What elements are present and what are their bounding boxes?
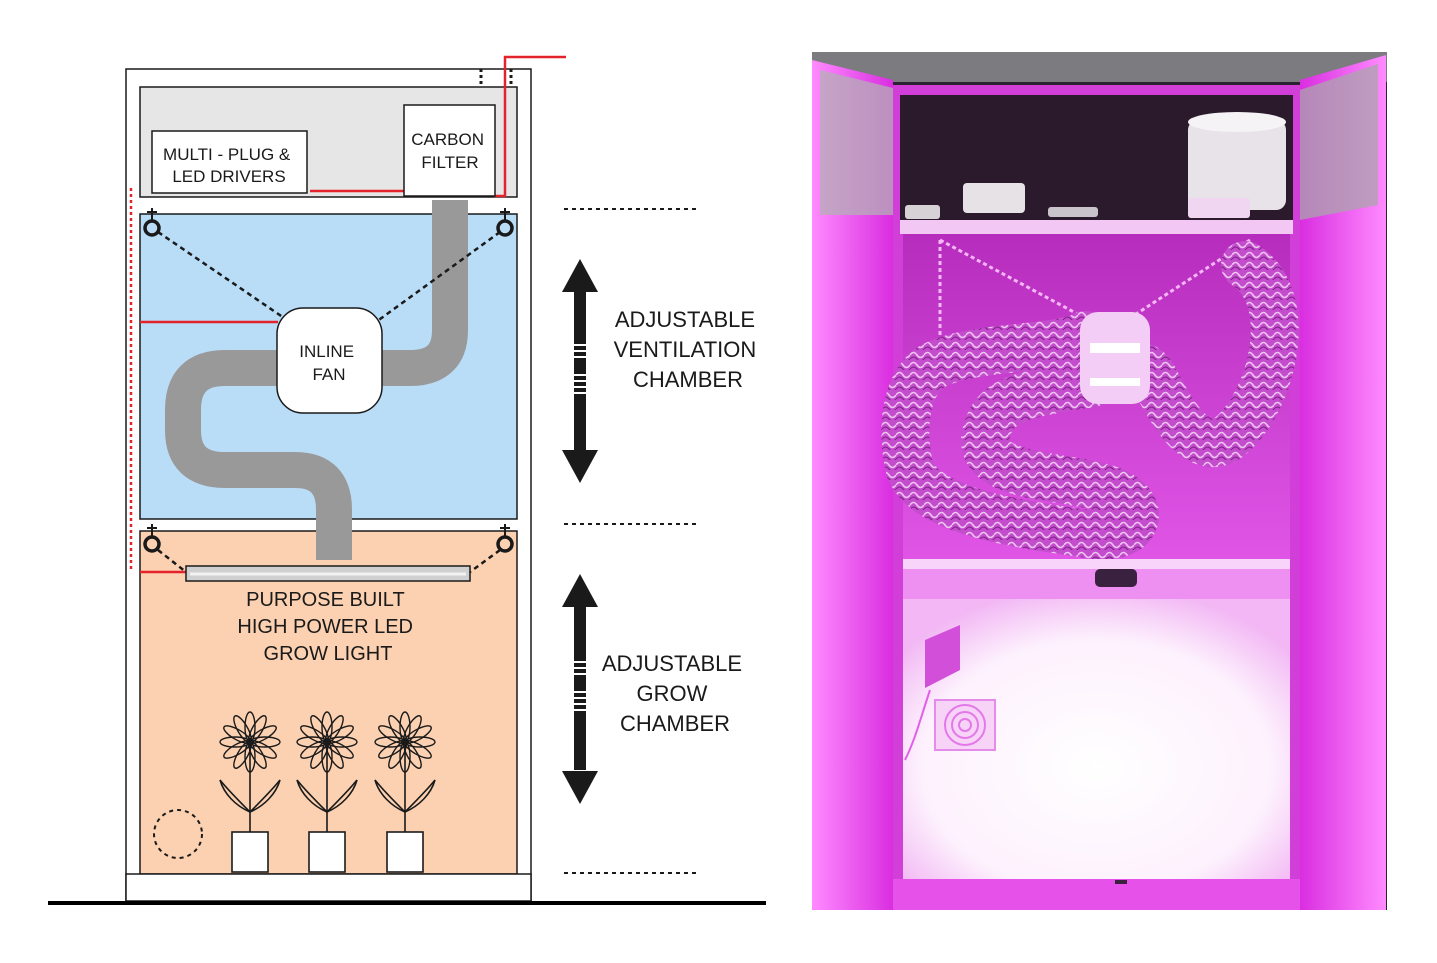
multi-plug-label: MULTI - PLUG & LED DRIVERS xyxy=(163,145,295,186)
air-duct xyxy=(165,200,468,560)
inline-fan-label: INLINE FAN xyxy=(299,342,359,384)
right-door xyxy=(1300,55,1386,910)
cabinet-floor xyxy=(893,879,1300,910)
led-driver-photo xyxy=(963,183,1025,213)
carbon-filter-photo xyxy=(1188,120,1286,210)
intake-fan-photo xyxy=(925,625,960,688)
carbon-filter-box xyxy=(403,104,496,197)
vent-chamber-label: ADJUSTABLE VENTILATION CHAMBER xyxy=(614,307,763,392)
multi-plug-box xyxy=(151,130,308,194)
hanging-chains xyxy=(157,230,501,574)
foil-duct-photo xyxy=(881,241,1299,560)
vent-adjust-arrow-icon xyxy=(562,259,598,483)
intake-vent-icon xyxy=(153,809,203,859)
cabinet-diagram: MULTI - PLUG & LED DRIVERS CARBON FILTER… xyxy=(48,55,766,905)
left-door xyxy=(812,60,893,910)
exhaust-fan-photo xyxy=(934,699,996,751)
grow-chamber-label: ADJUSTABLE GROW CHAMBER xyxy=(602,651,748,736)
level-guides xyxy=(564,208,700,874)
inline-fan-box xyxy=(276,307,383,414)
grow-light-label: PURPOSE BUILT HIGH POWER LED GROW LIGHT xyxy=(237,589,418,665)
carbon-filter-label: CARBON FILTER xyxy=(411,130,488,172)
shelf-divider-bottom xyxy=(903,559,1290,569)
shelf-divider-top xyxy=(900,220,1293,234)
power-cables xyxy=(129,55,566,574)
cabinet-base xyxy=(125,873,532,902)
cabinet-photo xyxy=(812,52,1387,910)
grow-adjust-arrow-icon xyxy=(562,574,598,804)
inline-fan-photo xyxy=(1080,312,1150,404)
grow-chamber xyxy=(139,530,518,875)
